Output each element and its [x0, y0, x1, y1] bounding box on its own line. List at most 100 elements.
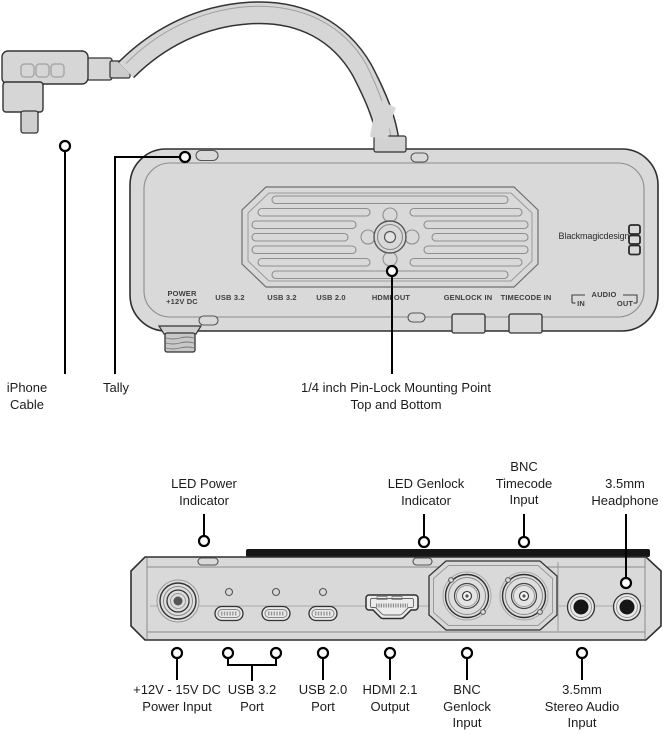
label-line: Input — [567, 715, 597, 730]
callout-iphone-cable — [58, 139, 72, 374]
label-line: USB 3.2 — [227, 682, 277, 697]
usb-led-2 — [271, 587, 281, 597]
bnc-housing-tab — [508, 313, 543, 334]
callout-led-genlock — [417, 514, 431, 549]
mounting-point — [360, 207, 420, 267]
callout-marker-bnc-genlock — [460, 646, 474, 660]
label-line: Timecode — [495, 475, 553, 491]
callout-tally — [114, 150, 192, 374]
callout-power-input — [170, 646, 184, 680]
label-mounting-point: 1/4 inch Pin-Lock Mounting Point Top and… — [301, 380, 491, 413]
callout-marker-bnc-timecode — [517, 535, 531, 549]
label-line: 3.5mm — [562, 682, 602, 697]
callout-marker-hdmi21 — [383, 646, 397, 660]
panel-label-line: +12V DC — [166, 297, 198, 306]
hdmi-port — [365, 594, 419, 620]
audio-bracket — [571, 294, 638, 304]
label-line: Cable — [10, 396, 44, 412]
callout-marker-power-input — [170, 646, 184, 660]
label-led-power: LED Power Indicator — [171, 476, 237, 509]
rear-top-dark-edge — [246, 549, 650, 557]
label-line: Top and Bottom — [350, 396, 442, 412]
iphone-cable-connector — [1, 50, 131, 134]
callout-marker-usb32-b — [269, 646, 283, 660]
label-line: +12V - 15V DC — [133, 682, 221, 697]
panel-label-line: POWER — [167, 289, 197, 298]
cable-entry-boot — [373, 135, 407, 153]
label-line: Input — [509, 492, 539, 507]
callout-marker-usb20 — [316, 646, 330, 660]
label-line: Power Input — [142, 698, 212, 714]
callout-headphone — [619, 514, 633, 590]
callout-marker-tally — [178, 150, 192, 164]
dc-power-connector — [156, 579, 200, 623]
blackmagic-logo-squares — [628, 224, 641, 256]
panel-label-audio: AUDIO — [591, 290, 617, 299]
callout-bnc-genlock — [460, 646, 474, 680]
label-power-input: +12V - 15V DC Power Input — [133, 682, 221, 715]
callout-marker-mounting-point — [385, 264, 399, 278]
label-line: Port — [240, 698, 264, 714]
callout-usb32 — [221, 646, 283, 681]
panel-label-power: POWER +12V DC — [166, 290, 198, 306]
usb-port-1 — [214, 605, 244, 622]
panel-label-hdmi: HDMI OUT — [371, 293, 411, 302]
brand-logo-text: Blackmagicdesign — [558, 231, 630, 241]
callout-marker-led-genlock — [417, 535, 431, 549]
panel-label-usb-a: USB 3.2 — [215, 293, 245, 302]
callout-led-power — [197, 514, 211, 548]
usb-port-3 — [308, 605, 338, 622]
panel-label-audio-in: IN — [577, 299, 585, 308]
label-line: iPhone — [6, 380, 48, 395]
label-hdmi21-output: HDMI 2.1 Output — [363, 682, 418, 715]
label-line: BNC — [510, 459, 538, 474]
label-line: 3.5mm — [605, 476, 645, 491]
label-line: Stereo Audio — [544, 698, 620, 714]
panel-label-genlock: GENLOCK IN — [443, 293, 493, 302]
label-line: USB 2.0 — [298, 682, 348, 697]
callout-hdmi21 — [383, 646, 397, 680]
callout-marker-usb32-a — [221, 646, 235, 660]
panel-label-usb-b: USB 3.2 — [267, 293, 297, 302]
panel-label-audio-out: OUT — [616, 299, 634, 308]
label-line: LED Power — [171, 476, 237, 491]
label-led-genlock: LED Genlock Indicator — [388, 476, 465, 509]
label-line: Headphone — [591, 492, 659, 508]
usb-led-1 — [224, 587, 234, 597]
bnc-timecode-connector — [499, 571, 549, 621]
label-line: 1/4 inch Pin-Lock Mounting Point — [300, 380, 492, 395]
label-line: Indicator — [401, 492, 451, 508]
label-line: Genlock — [443, 698, 491, 714]
led-genlock-indicator — [412, 557, 433, 566]
label-iphone-cable: iPhone Cable — [7, 380, 47, 413]
label-stereo-audio: 3.5mm Stereo Audio Input — [545, 682, 619, 732]
label-usb20-port: USB 2.0 Port — [299, 682, 347, 715]
stereo-audio-jack — [566, 592, 596, 622]
vent-grille — [241, 186, 539, 288]
callout-mounting-point — [385, 264, 399, 374]
label-line: HDMI 2.1 — [362, 682, 418, 697]
label-line: LED Genlock — [387, 476, 465, 491]
label-headphone: 3.5mm Headphone — [591, 476, 658, 509]
power-cable-screw — [157, 325, 203, 353]
headphone-jack — [612, 592, 642, 622]
label-bnc-timecode: BNC Timecode Input — [496, 459, 553, 509]
bnc-housing-tab — [451, 313, 486, 334]
callout-stereo-audio — [575, 646, 589, 680]
callout-marker-iphone-cable — [58, 139, 72, 153]
usb-cable — [117, 1, 400, 142]
label-line: Input — [452, 715, 482, 730]
callout-marker-stereo-audio — [575, 646, 589, 660]
callout-usb20 — [316, 646, 330, 680]
callout-marker-led-power — [197, 534, 211, 548]
callout-bnc-timecode — [517, 514, 531, 549]
label-line: BNC — [453, 682, 481, 697]
label-tally: Tally — [103, 380, 129, 397]
label-line: Port — [311, 698, 335, 714]
usb-led-3 — [318, 587, 328, 597]
callout-marker-headphone — [619, 576, 633, 590]
device-rear-view — [130, 549, 662, 641]
label-line: Output — [370, 698, 410, 714]
